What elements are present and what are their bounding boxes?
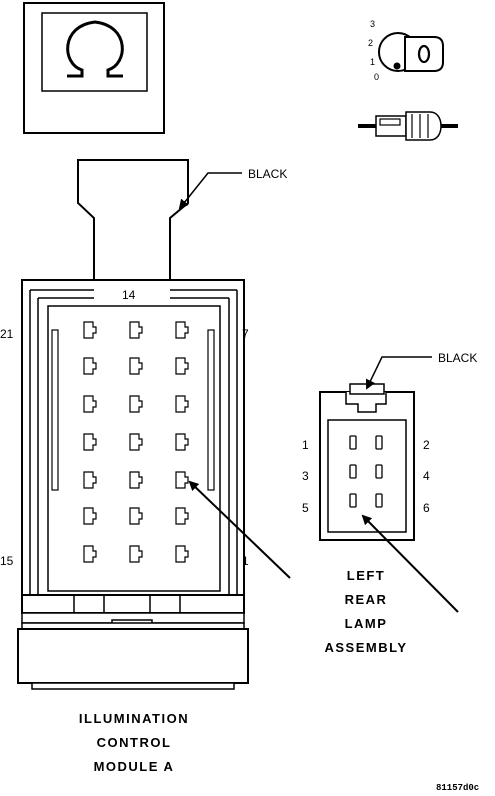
lamp-title-line-4: ASSEMBLY [324,640,407,655]
lamp-pin-label-5: 5 [302,501,309,515]
lamp-pin-label-6: 6 [423,501,430,515]
lamp-pin-label-4: 4 [423,469,430,483]
connector-plug-icon [358,111,458,141]
module-pin-arrow [188,480,291,579]
key-position-1: 1 [370,57,375,67]
lamp-pin-label-3: 3 [302,469,309,483]
key-position-0: 0 [374,72,379,82]
omega-symbol-icon [23,2,165,134]
illumination-module-connector [17,159,249,690]
pin-label-7: 7 [242,327,249,341]
module-title-line-3: MODULE A [94,759,175,774]
pin-label-1: 1 [242,554,249,568]
key-position-2: 2 [368,38,373,48]
pin-label-15: 15 [0,554,14,568]
lamp-color-label: BLACK [438,351,477,365]
ignition-key-icon: 3 2 1 0 [368,19,444,82]
lamp-title-line-3: LAMP [345,616,388,631]
module-title-line-1: ILLUMINATION [79,711,189,726]
module-title-line-2: CONTROL [97,735,172,750]
lamp-pin-label-2: 2 [423,438,430,452]
lamp-assembly-connector [319,383,415,541]
key-position-3: 3 [370,19,375,29]
lamp-pin-arrow [361,514,459,613]
lamp-title-line-1: LEFT [347,568,386,583]
module-color-leader [178,172,242,210]
lamp-pin-label-1: 1 [302,438,309,452]
figure-code: 81157d0c [436,783,479,793]
lamp-title-line-2: REAR [345,592,388,607]
pin-label-14: 14 [122,288,136,302]
lamp-color-leader [365,356,432,390]
module-color-label: BLACK [248,167,287,181]
pin-label-21: 21 [0,327,14,341]
